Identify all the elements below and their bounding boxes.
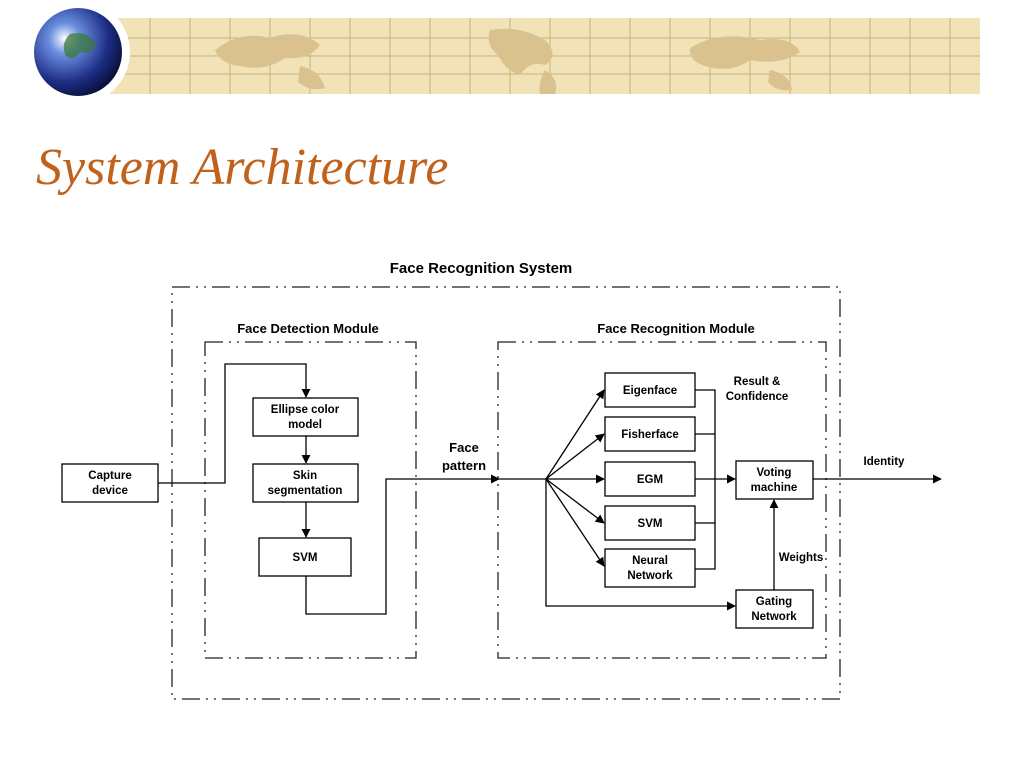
face-pattern-label-2: pattern [442, 458, 486, 473]
capture-device-label-1: Capture [88, 470, 131, 482]
page-title: System Architecture [36, 139, 449, 196]
eigenface-label: Eigenface [623, 385, 677, 397]
face-pattern-label-1: Face [449, 440, 479, 455]
recognition-svm-box [604, 505, 696, 541]
recognition-module-boundary [497, 341, 827, 659]
detection-svm-box [258, 537, 352, 577]
hub-to-gating-wire [545, 479, 736, 611]
hub-to-neural-wire [545, 478, 605, 567]
fisherface-label: Fisherface [621, 429, 679, 441]
architecture-diagram: Face Recognition System Face Detection M… [61, 260, 942, 700]
voting-label-1: Voting [757, 467, 792, 479]
system-boundary [171, 286, 841, 700]
neural-network-box [604, 548, 696, 588]
detection-module-boundary [204, 341, 417, 659]
detection-module-title: Face Detection Module [237, 321, 379, 336]
result-confidence-label-1: Result & [734, 376, 781, 388]
fisherface-box [604, 416, 696, 452]
hub-to-eigenface-wire [545, 389, 605, 480]
capture-to-ellipse-wire [158, 363, 311, 484]
ellipse-label-1: Ellipse color [271, 404, 340, 416]
egm-box [604, 461, 696, 497]
system-title: Face Recognition System [390, 260, 573, 277]
egm-label: EGM [637, 474, 663, 486]
ellipse-color-model-box [252, 397, 359, 437]
eigenface-box [604, 372, 696, 408]
skin-label-2: segmentation [268, 485, 343, 497]
recognition-module-title: Face Recognition Module [597, 321, 754, 336]
gating-network-box [735, 589, 814, 629]
capture-device-label-2: device [92, 485, 128, 497]
neural-label-1: Neural [632, 555, 668, 567]
gating-label-2: Network [751, 611, 797, 623]
result-confidence-label-2: Confidence [726, 391, 789, 403]
header-banner [26, 0, 980, 100]
skin-label-1: Skin [293, 470, 317, 482]
identity-label: Identity [864, 456, 905, 468]
voting-label-2: machine [751, 482, 798, 494]
ellipse-label-2: model [288, 419, 322, 431]
hub-to-svm-wire [545, 478, 605, 524]
detection-svm-label: SVM [293, 552, 318, 564]
recognition-svm-label: SVM [638, 518, 663, 530]
voting-machine-box [735, 460, 814, 500]
hub-to-fisherface-wire [545, 433, 605, 480]
map-land [215, 28, 800, 94]
svm-to-face-pattern-wire [305, 474, 500, 615]
gating-label-1: Gating [756, 596, 792, 608]
neural-label-2: Network [627, 570, 673, 582]
weights-label: Weights [779, 552, 824, 564]
globe-continent [63, 33, 96, 59]
capture-device-box [61, 463, 159, 503]
